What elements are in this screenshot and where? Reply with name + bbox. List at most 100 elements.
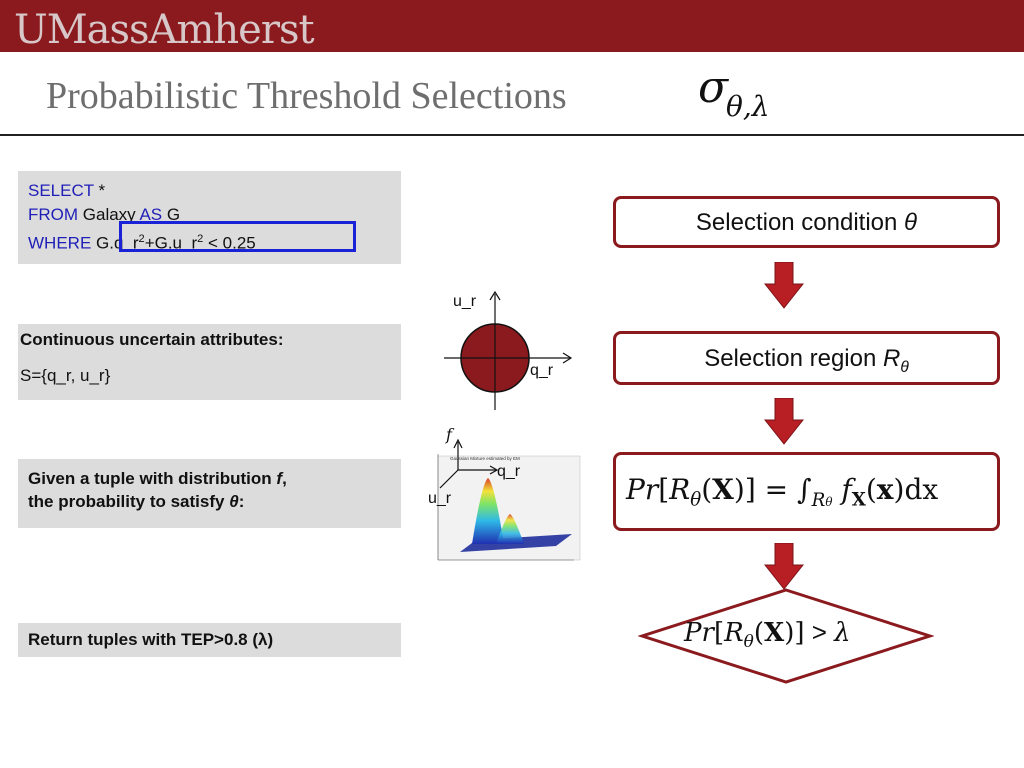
selection-condition-text: Selection condition — [695, 209, 905, 236]
tuple-line-2-colon: : — [238, 492, 245, 511]
gaussian-peak-2 — [496, 514, 524, 544]
eq-close-paren: ) — [733, 473, 745, 506]
result-box: Return tuples with TEP>0.8 (λ) — [18, 623, 401, 657]
tuple-line-2: the probability to satisfy θ: — [28, 492, 244, 512]
x-axis-arrow — [562, 352, 573, 364]
sql-cond-b: +G.u_r — [144, 233, 198, 253]
sigma-symbol: σ — [698, 62, 729, 113]
region-symbol: R — [882, 345, 901, 372]
eq-x-bold: X — [712, 473, 734, 506]
down-arrow-icon — [764, 262, 804, 309]
region-subscript: θ — [900, 358, 909, 376]
tuple-line-1-comma: , — [282, 469, 287, 488]
eq-theta-sub: θ — [690, 489, 702, 511]
y-axis-arrow — [489, 290, 501, 301]
probability-equation: Pr[Rθ(X)] = ∫Rθ fX(x)dx — [626, 473, 938, 511]
eq-x-arg: x — [876, 473, 894, 506]
header-banner — [0, 0, 1024, 52]
sql-exp-1: 2 — [138, 233, 145, 245]
selection-condition-label: Selection condition θ — [616, 209, 997, 237]
selection-region-diagram: u_r q_r — [444, 290, 573, 410]
selection-operator: σθ,λ — [698, 66, 770, 124]
selection-region-text: Selection region — [704, 345, 883, 372]
q-r-axis-label: q_r — [530, 362, 554, 379]
attributes-set: S={q_r, u_r} — [20, 366, 111, 385]
u-r-axis-label: u_r — [453, 293, 477, 310]
q-axis-arrow — [489, 465, 499, 475]
u-axis-label: u_r — [428, 490, 452, 507]
plot-title: Gaussian Mixture estimated by EM — [450, 456, 520, 461]
threshold-inequality: Pr[Rθ(X)] > λ — [684, 617, 851, 651]
sql-keyword-from: FROM — [28, 205, 79, 224]
sql-keyword-as: AS — [139, 205, 163, 224]
flow-arrow-1 — [764, 262, 804, 309]
f-axis-arrow — [453, 438, 463, 449]
tuple-line-1: Given a tuple with distribution f, — [28, 469, 287, 489]
eq-close-bracket: ] — [744, 473, 756, 506]
slide-title: Probabilistic Threshold Selections — [46, 75, 567, 117]
selection-region-label: Selection region Rθ — [616, 345, 997, 377]
ineq-r: R — [724, 618, 744, 648]
q-axis-label: q_r — [497, 463, 521, 480]
eq-integral-sub: Rθ — [812, 490, 833, 511]
ineq-open-paren: ( — [753, 618, 764, 648]
eq-open-bracket: [ — [658, 473, 670, 506]
tuple-f-symbol: f — [276, 469, 283, 488]
gaussian-peak-1 — [472, 478, 504, 544]
result-text: Return tuples with TEP>0.8 (λ) — [28, 630, 274, 649]
u-axis — [439, 469, 459, 489]
ineq-open-bracket: [ — [713, 618, 725, 648]
flow-arrow-2 — [764, 398, 804, 445]
eq-integral: ∫ — [797, 473, 812, 506]
theta-symbol: θ — [904, 209, 918, 236]
ineq-pr: Pr — [684, 618, 714, 648]
sql-alias: G — [162, 205, 181, 224]
eq-int-theta: θ — [825, 494, 833, 509]
ineq-close-bracket: ] — [794, 618, 805, 648]
ineq-lambda: λ — [834, 618, 851, 648]
diamond-shape — [638, 588, 934, 684]
eq-dx: dx — [904, 473, 939, 506]
eq-paren-open-2: ( — [865, 473, 877, 506]
down-arrow-icon — [764, 398, 804, 445]
eq-paren-close-2: ) — [893, 473, 905, 506]
tuple-line-2-text: the probability to satisfy — [28, 492, 230, 511]
sql-select-line: SELECT * — [28, 179, 105, 203]
gaussian-mixture-plot: Gaussian Mixture estimated by EM f q_r u… — [428, 426, 581, 561]
ineq-greater: > — [804, 617, 835, 647]
operator-subscript: θ,λ — [726, 90, 770, 123]
sql-where-line: WHERE G.q_r2+G.u_r2 < 0.25 — [28, 227, 256, 256]
f-axis-label: f — [445, 426, 455, 444]
sql-keyword-select: SELECT — [28, 181, 94, 200]
selection-region-box: Selection region Rθ — [613, 331, 1000, 385]
university-logo: UMassAmherst — [14, 7, 315, 53]
where-condition-highlight — [119, 221, 356, 252]
tuple-theta-symbol: θ — [229, 492, 239, 511]
sql-from-table: Galaxy — [78, 205, 140, 224]
eq-equals: = — [755, 473, 798, 506]
sql-select-rest: * — [93, 181, 106, 200]
tuple-probability-box: Given a tuple with distribution f, the p… — [18, 459, 401, 528]
probability-equation-box: Pr[Rθ(X)] = ∫Rθ fX(x)dx — [613, 452, 1000, 531]
sql-cond-c: < 0.25 — [203, 233, 256, 253]
sql-from-line: FROM Galaxy AS G — [28, 203, 180, 227]
eq-pr: Pr — [626, 473, 659, 506]
sql-cond-a: G.q_r — [91, 233, 139, 253]
eq-r: R — [669, 473, 691, 506]
eq-open-paren: ( — [701, 473, 713, 506]
sql-query-box: SELECT * FROM Galaxy AS G WHERE G.q_r2+G… — [18, 171, 401, 264]
ineq-theta-sub: θ — [743, 631, 754, 652]
selection-condition-box: Selection condition θ — [613, 196, 1000, 248]
eq-f: f — [841, 473, 852, 506]
sql-keyword-where: WHERE — [28, 233, 92, 253]
attributes-box: Continuous uncertain attributes: S={q_r,… — [18, 324, 401, 400]
ineq-x-bold: X — [764, 618, 785, 648]
eq-int-r: R — [811, 489, 826, 511]
flow-arrow-3 — [764, 543, 804, 590]
tuple-line-1-text: Given a tuple with distribution — [28, 469, 277, 488]
eq-f-sub-x: X — [851, 489, 866, 511]
sql-exp-2: 2 — [197, 233, 204, 245]
threshold-decision-diamond — [638, 588, 934, 684]
title-divider — [0, 134, 1024, 136]
ineq-close-paren: ) — [784, 618, 795, 648]
